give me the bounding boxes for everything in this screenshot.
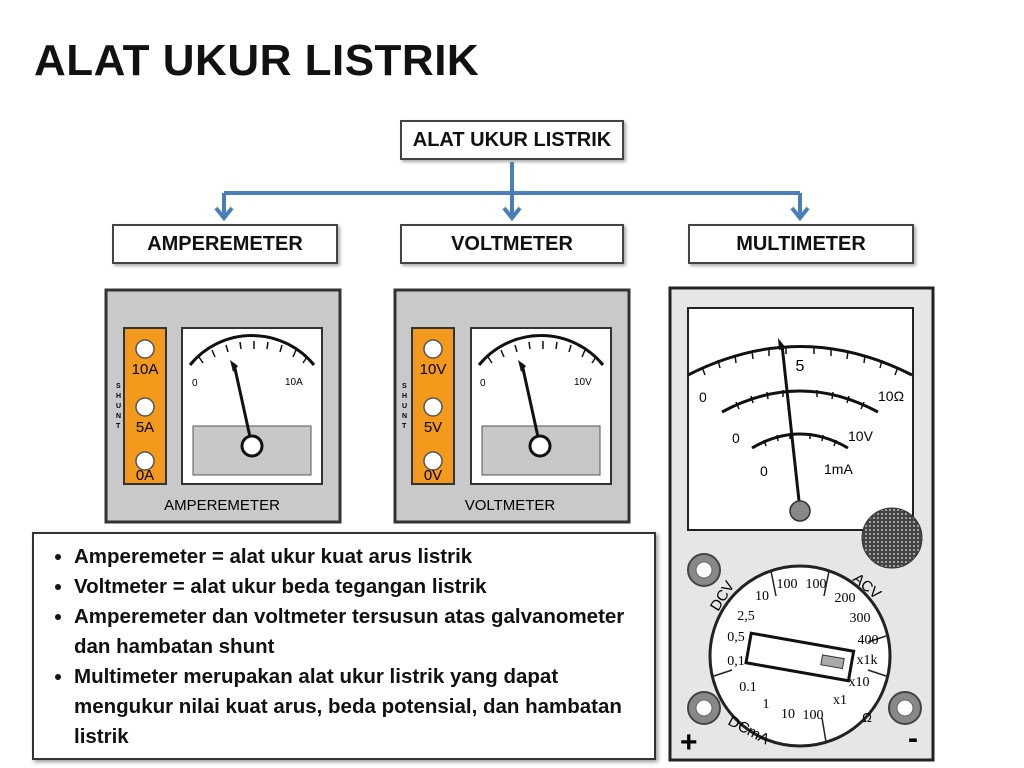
terminal-icon xyxy=(423,451,443,471)
amperemeter-illustration: S H U N T 10A 5A 0A 0 10A AMPEREMETER xyxy=(104,288,342,524)
terminal-icon xyxy=(135,451,155,471)
meter-scale-ticks xyxy=(198,341,308,364)
scale-ohm-max-label: 10Ω xyxy=(878,388,904,404)
needle-pivot-icon xyxy=(528,434,552,458)
shunt-label: S xyxy=(116,383,121,390)
scale-arc-ma xyxy=(751,432,849,450)
multimeter-illustration: 5 0 10Ω 0 10V 0 1mA 10 100 100 200 30 xyxy=(668,286,935,762)
svg-text:N: N xyxy=(116,413,121,420)
meter-scale-arc xyxy=(477,334,605,366)
tree-node-label: MULTIMETER xyxy=(736,232,866,255)
tree-connectors xyxy=(214,162,810,222)
dial-v10: 10 xyxy=(755,589,769,604)
dial-v25: 2,5 xyxy=(737,609,755,624)
dial-x1: x1 xyxy=(833,693,847,708)
polarity-plus-label: + xyxy=(680,726,698,759)
arrowhead-icon xyxy=(790,206,810,222)
svg-text:S: S xyxy=(402,383,407,390)
scale-min-label: 0 xyxy=(192,378,198,389)
meter-needle xyxy=(520,363,542,447)
terminal-icon xyxy=(135,397,155,417)
tree-root-label: ALAT UKUR LISTRIK xyxy=(412,128,612,151)
scale-arc-volt xyxy=(721,389,879,414)
voltmeter-illustration: S H U N T 10V 5V 0V 0 10V VOLTMETER xyxy=(393,288,631,524)
scale-max-label: 10A xyxy=(285,377,303,388)
needle-tip-icon xyxy=(230,360,238,372)
svg-text:U: U xyxy=(402,403,407,410)
terminal-icon xyxy=(423,339,443,359)
adjust-knob-icon xyxy=(861,507,923,569)
terminal-label-0a: 0A xyxy=(136,467,154,484)
svg-text:T: T xyxy=(116,423,121,430)
multimeter-scale-ticks xyxy=(701,346,899,447)
needle-tip-icon xyxy=(518,360,526,372)
scale-volt-max-label: 10V xyxy=(848,428,874,444)
svg-text:H: H xyxy=(116,393,121,400)
scale-min-label: 0 xyxy=(480,378,486,389)
scale-ma-max-label: 1mA xyxy=(824,461,853,477)
scale-top-mid-label: 5 xyxy=(796,358,805,375)
dial-m100: 100 xyxy=(803,708,824,723)
meter-scale-arc xyxy=(188,334,316,366)
scale-arc-ohm xyxy=(687,345,913,377)
dial-dividers xyxy=(713,570,887,743)
selector-knob xyxy=(744,631,856,683)
terminal-icon xyxy=(423,397,443,417)
description-box: Amperemeter = alat ukur kuat arus listri… xyxy=(32,532,656,760)
terminal-label-5a: 5A xyxy=(136,419,154,436)
tree-root-box: ALAT UKUR LISTRIK xyxy=(400,120,624,160)
arrowhead-icon xyxy=(214,206,234,222)
dial-v400: 400 xyxy=(858,633,879,648)
dial-v01b: 0.1 xyxy=(739,680,757,695)
svg-text:U: U xyxy=(116,403,121,410)
svg-text:T: T xyxy=(402,423,407,430)
terminal-label-0v: 0V xyxy=(424,467,442,484)
dial-v01a: 0,1 xyxy=(727,654,745,669)
dial-v300: 300 xyxy=(850,611,871,626)
arrowhead-icon xyxy=(502,206,522,222)
terminal-icon xyxy=(135,339,155,359)
dial-m10: 10 xyxy=(781,707,795,722)
bullet-item: Amperemeter = alat ukur kuat arus listri… xyxy=(74,542,640,572)
dial-v200: 200 xyxy=(835,591,856,606)
dial-x10: x10 xyxy=(849,675,870,690)
dial-ohm: Ω xyxy=(862,710,872,725)
scale-volt-min-label: 0 xyxy=(732,430,740,446)
bullet-item: Multimeter merupakan alat ukur listrik y… xyxy=(74,662,640,752)
terminal-label-10v: 10V xyxy=(420,361,447,378)
bullet-list: Amperemeter = alat ukur kuat arus listri… xyxy=(52,542,640,752)
page-title: ALAT UKUR LISTRIK xyxy=(34,36,480,85)
svg-text:H: H xyxy=(402,393,407,400)
bullet-item: Amperemeter dan voltmeter tersusun atas … xyxy=(74,602,640,662)
needle-pivot-icon xyxy=(240,434,264,458)
tree-node-label: AMPEREMETER xyxy=(147,232,303,255)
meter-needle xyxy=(232,363,254,447)
dial-v100b: 100 xyxy=(806,577,827,592)
dial-v100a: 100 xyxy=(777,577,798,592)
meter-scale-ticks xyxy=(487,341,597,364)
multimeter-needle xyxy=(780,344,802,511)
needle-pivot-icon xyxy=(789,500,811,522)
dial-v05: 0,5 xyxy=(727,630,745,645)
terminal-label-5v: 5V xyxy=(424,419,442,436)
terminal-label-10a: 10A xyxy=(132,361,159,378)
tree-node-amperemeter: AMPEREMETER xyxy=(112,224,338,264)
bullet-item: Voltmeter = alat ukur beda tegangan list… xyxy=(74,572,640,602)
ammeter-caption: AMPEREMETER xyxy=(164,497,280,514)
tree-node-multimeter: MULTIMETER xyxy=(688,224,914,264)
tree-node-voltmeter: VOLTMETER xyxy=(400,224,624,264)
scale-ohm-min-label: 0 xyxy=(699,389,707,405)
dial-x1k: x1k xyxy=(857,653,878,668)
voltmeter-caption: VOLTMETER xyxy=(465,497,556,514)
scale-ma-min-label: 0 xyxy=(760,463,768,479)
needle-tip-icon xyxy=(778,338,786,350)
svg-text:N: N xyxy=(402,413,407,420)
polarity-minus-label: - xyxy=(908,722,918,755)
scale-max-label: 10V xyxy=(574,377,592,388)
tree-node-label: VOLTMETER xyxy=(451,232,573,255)
dial-m1: 1 xyxy=(763,697,770,712)
